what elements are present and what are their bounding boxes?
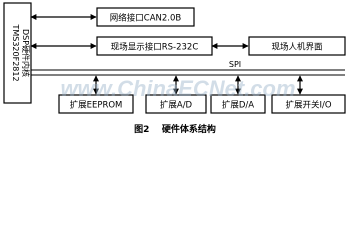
dsp-core-block: TMS320F2812 DSP硬件内核 (3, 2, 32, 104)
expansion-io-block: 扩展开关I/O (271, 94, 346, 114)
expansion-ad-label: 扩展A/D (160, 100, 193, 111)
network-interface-block: 网络接口CAN2.0B (96, 7, 195, 27)
dsp-line-2: DSP硬件内核 (21, 29, 31, 77)
hmi-label: 现场人机界面 (271, 42, 323, 53)
expansion-da-label: 扩展D/A (222, 100, 254, 111)
hardware-architecture-diagram: TMS320F2812 DSP硬件内核 网络接口CAN2.0B 现场显示接口RS… (3, 2, 346, 135)
network-interface-label: 网络接口CAN2.0B (110, 13, 182, 24)
expansion-ad-block: 扩展A/D (145, 94, 207, 114)
display-interface-block: 现场显示接口RS-232C (96, 36, 213, 56)
dsp-line-1: TMS320F2812 (11, 23, 20, 81)
spi-bus-label: SPI (229, 60, 241, 69)
hmi-block: 现场人机界面 (248, 36, 346, 56)
spi-bus: SPI (31, 60, 345, 76)
figure-caption: 图2 硬件体系结构 (134, 123, 216, 135)
watermark: www.ChinaECNet.com (60, 76, 295, 101)
expansion-eeprom-label: 扩展EEPROM (70, 100, 123, 111)
expansion-eeprom-block: 扩展EEPROM (58, 94, 134, 114)
expansion-io-label: 扩展开关I/O (285, 100, 331, 111)
display-interface-label: 现场显示接口RS-232C (111, 42, 199, 53)
expansion-da-block: 扩展D/A (210, 94, 266, 114)
